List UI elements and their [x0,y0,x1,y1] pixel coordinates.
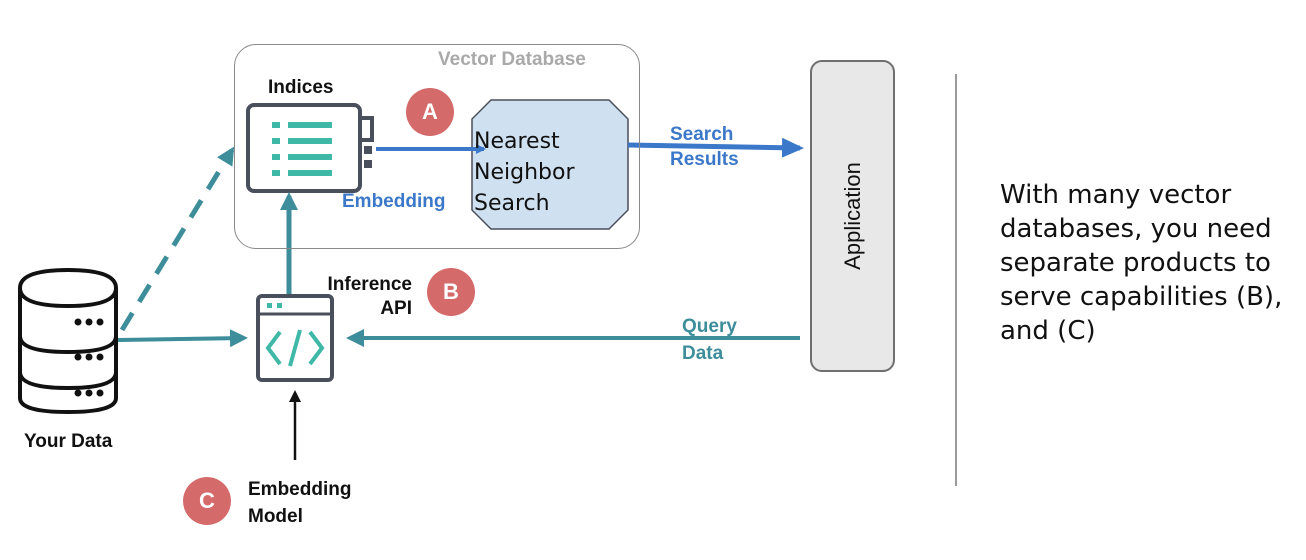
side-note-line-5: and (C) [1000,316,1096,346]
embedding-label: Embedding [342,191,446,212]
query-data-line-1: Query [682,316,737,337]
inference-api-label: Inference API [312,273,412,321]
data-to-vectordb-dashed-arrow [119,146,235,332]
application-box: Application [810,60,895,372]
indices-label: Indices [268,77,334,98]
badge-c: C [183,477,231,525]
search-results-label: Search Results [670,122,739,172]
search-results-arrow [627,137,804,158]
code-window-icon [256,294,334,382]
query-data-label: Query Data [682,313,737,367]
divider-line [955,74,957,486]
side-note-line-1: With many vector [1000,180,1232,210]
nearest-neighbor-line-3: Search [474,191,550,216]
inference-api-line-2: API [380,298,412,319]
embedding-model-line-1: Embedding [248,479,352,500]
badge-a: A [406,88,454,136]
side-note-line-3: separate products to [1000,248,1271,278]
nearest-neighbor-label: Nearest Neighbor Search [474,126,624,219]
nearest-neighbor-line-1: Nearest [474,129,560,154]
database-icon [18,267,118,415]
indices-icon [246,103,374,193]
badge-b: B [427,268,475,316]
vector-database-container [234,44,640,249]
embedding-model-label: Embedding Model [248,476,351,530]
search-results-line-1: Search [670,124,734,145]
application-label: Application [839,162,865,270]
search-results-line-2: Results [670,149,739,170]
data-to-inference-arrow [117,329,248,348]
query-data-line-2: Data [682,343,724,364]
side-note-line-4: serve capabilities (B), [1000,282,1283,312]
side-note: With many vector databases, you need sep… [1000,178,1300,348]
embedding-model-line-2: Model [248,506,303,527]
your-data-label: Your Data [24,431,113,452]
side-note-line-2: databases, you need [1000,214,1272,244]
inference-api-line-1: Inference [327,274,412,295]
vector-database-title: Vector Database [438,49,586,70]
nearest-neighbor-line-2: Neighbor [474,160,575,185]
